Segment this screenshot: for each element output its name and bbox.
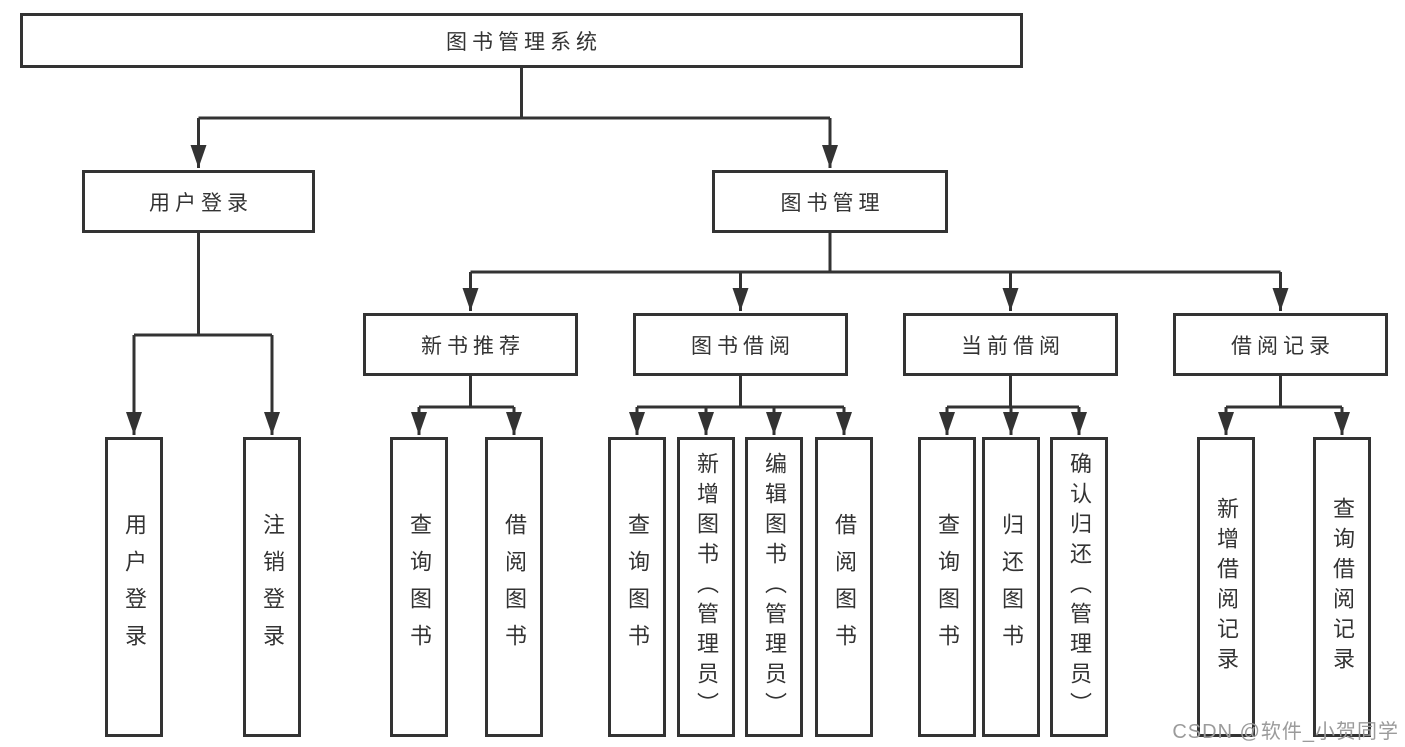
leaf-query-books-borrow: 查询图书 [608, 437, 666, 737]
leaf-borrow-books: 借阅图书 [815, 437, 873, 737]
node-book-management: 图书管理 [712, 170, 948, 233]
leaf-user-login: 用户登录 [105, 437, 163, 737]
leaf-add-borrow-record: 新增借阅记录 [1197, 437, 1255, 737]
leaf-return-books: 归还图书 [982, 437, 1040, 737]
node-new-book-recommendation: 新书推荐 [363, 313, 578, 376]
leaf-query-books-recommend: 查询图书 [390, 437, 448, 737]
node-user-login: 用户登录 [82, 170, 315, 233]
connector-book-management-children [462, 233, 1289, 311]
connector-new-book-children [411, 376, 522, 435]
connector-book-borrow-children [629, 376, 852, 435]
connector-user-login-children [126, 233, 280, 435]
leaf-confirm-return-admin: 确认归还（管理员） [1050, 437, 1108, 737]
connector-borrow-records-children [1218, 376, 1350, 435]
leaf-add-books-admin: 新增图书（管理员） [677, 437, 735, 737]
leaf-borrow-books-recommend: 借阅图书 [485, 437, 543, 737]
node-borrowing-records: 借阅记录 [1173, 313, 1388, 376]
node-current-borrowing: 当前借阅 [903, 313, 1118, 376]
leaf-query-books-current: 查询图书 [918, 437, 976, 737]
node-library-management-system: 图书管理系统 [20, 13, 1023, 68]
node-book-borrowing: 图书借阅 [633, 313, 848, 376]
leaf-logout: 注销登录 [243, 437, 301, 737]
connector-current-borrow-children [939, 376, 1087, 435]
leaf-edit-books-admin: 编辑图书（管理员） [745, 437, 803, 737]
connector-root-to-level2 [190, 68, 838, 168]
csdn-watermark: CSDN @软件_小贺同学 [1172, 721, 1399, 743]
leaf-query-borrow-record: 查询借阅记录 [1313, 437, 1371, 737]
